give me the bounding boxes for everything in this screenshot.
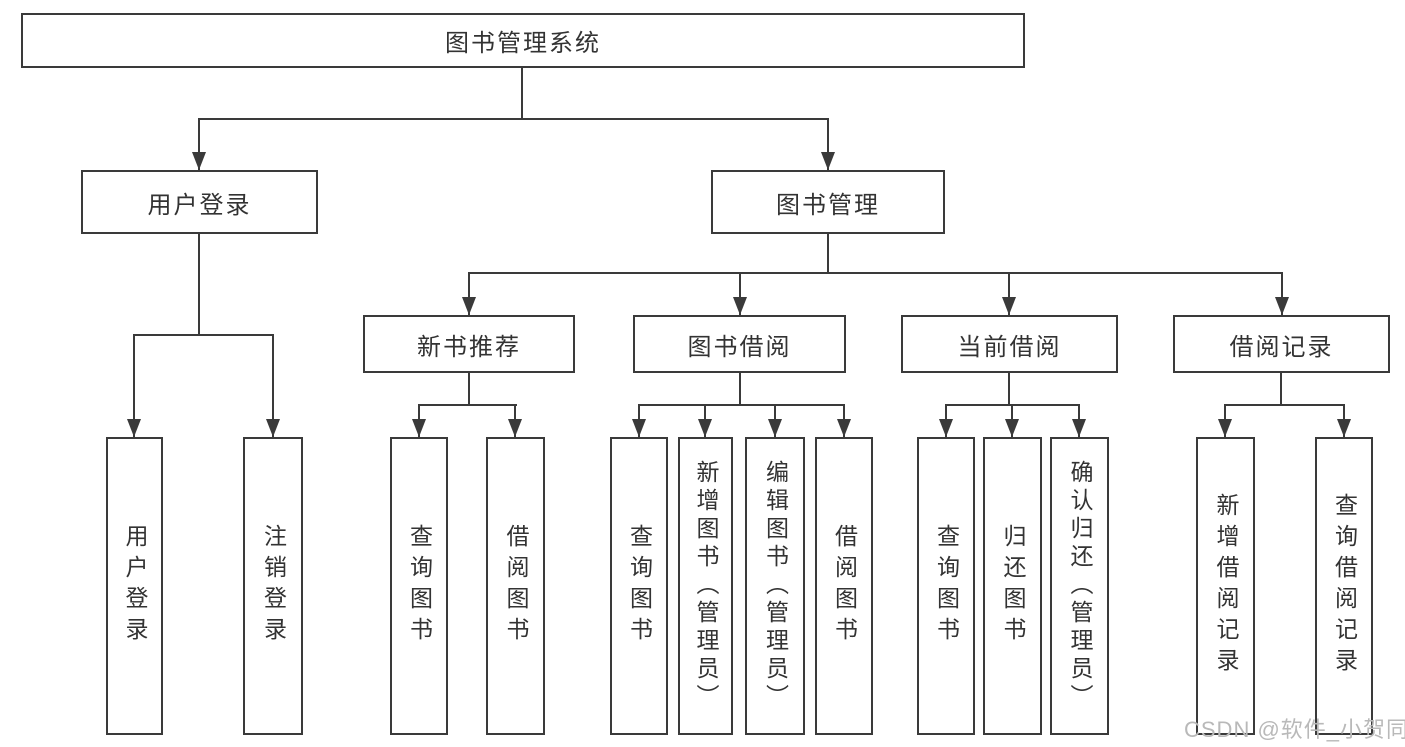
connector-line — [133, 334, 274, 336]
leaf-query-book-recommend-label: 查询图书 — [406, 524, 433, 648]
arrow-down-icon — [1275, 297, 1289, 315]
leaf-query-book-borrowing: 查询图书 — [610, 437, 668, 735]
arrow-down-icon — [127, 419, 141, 437]
node-book-borrowing-label: 图书借阅 — [687, 333, 792, 361]
connector-line — [827, 234, 829, 274]
leaf-borrow-book-recommend: 借阅图书 — [486, 437, 545, 735]
leaf-borrow-book-recommend-label: 借阅图书 — [503, 524, 529, 648]
leaf-add-borrow-record-label: 新增借阅记录 — [1213, 493, 1239, 679]
connector-line — [1280, 373, 1282, 406]
arrow-down-icon — [1005, 419, 1019, 437]
connector-line — [1224, 404, 1345, 406]
connector-line — [468, 272, 1283, 274]
arrow-down-icon — [1337, 419, 1351, 437]
leaf-borrow-book: 借阅图书 — [815, 437, 873, 735]
arrow-down-icon — [837, 419, 851, 437]
node-current-borrowing-label: 当前借阅 — [957, 333, 1062, 361]
connector-line — [521, 68, 523, 120]
node-book-management-label: 图书管理 — [776, 191, 880, 219]
connector-line — [1281, 272, 1283, 315]
leaf-return-book-label: 归还图书 — [1000, 524, 1026, 648]
leaf-confirm-return-admin-label: 确认归还（管理员） — [1067, 460, 1093, 712]
connector-line — [468, 373, 470, 406]
node-book-borrowing: 图书借阅 — [633, 315, 846, 373]
leaf-return-book: 归还图书 — [983, 437, 1042, 735]
arrow-down-icon — [462, 297, 476, 315]
node-current-borrowing: 当前借阅 — [901, 315, 1118, 373]
node-borrow-records-label: 借阅记录 — [1229, 333, 1334, 361]
arrow-down-icon — [1002, 297, 1016, 315]
arrow-down-icon — [508, 419, 522, 437]
arrow-down-icon — [412, 419, 426, 437]
connector-line — [638, 404, 845, 406]
leaf-query-borrow-record-label: 查询借阅记录 — [1331, 493, 1358, 679]
node-new-book-recommend: 新书推荐 — [363, 315, 575, 373]
connector-line — [827, 118, 829, 170]
connector-line — [272, 334, 274, 437]
connector-line — [198, 118, 200, 170]
connector-line — [1008, 373, 1010, 406]
node-user-login-label: 用户登录 — [147, 191, 252, 219]
leaf-edit-book-admin: 编辑图书（管理员） — [745, 437, 805, 735]
node-root: 图书管理系统 — [21, 13, 1025, 68]
arrow-down-icon — [1072, 419, 1086, 437]
leaf-borrow-book-label: 借阅图书 — [831, 524, 858, 648]
leaf-query-book-recommend: 查询图书 — [390, 437, 448, 735]
leaf-query-borrow-record: 查询借阅记录 — [1315, 437, 1373, 735]
connector-line — [198, 234, 200, 336]
connector-line — [1008, 272, 1010, 315]
leaf-add-borrow-record: 新增借阅记录 — [1196, 437, 1255, 735]
arrow-down-icon — [1218, 419, 1232, 437]
leaf-query-book-current: 查询图书 — [917, 437, 975, 735]
arrow-down-icon — [821, 152, 835, 170]
arrow-down-icon — [698, 419, 712, 437]
arrow-down-icon — [939, 419, 953, 437]
leaf-user-login: 用户登录 — [106, 437, 163, 735]
arrow-down-icon — [733, 297, 747, 315]
leaf-confirm-return-admin: 确认归还（管理员） — [1050, 437, 1109, 735]
connector-line — [739, 373, 741, 406]
watermark: CSDN @软件_小贺同学 — [1184, 717, 1405, 742]
connector-line — [739, 272, 741, 315]
leaf-logout-label: 注销登录 — [260, 524, 287, 648]
node-root-label: 图书管理系统 — [445, 30, 601, 57]
leaf-query-book-current-label: 查询图书 — [933, 524, 960, 648]
arrow-down-icon — [192, 152, 206, 170]
connector-line — [418, 404, 517, 406]
node-user-login: 用户登录 — [81, 170, 318, 234]
arrow-down-icon — [632, 419, 646, 437]
leaf-add-book-admin: 新增图书（管理员） — [678, 437, 733, 735]
arrow-down-icon — [768, 419, 782, 437]
node-borrow-records: 借阅记录 — [1173, 315, 1390, 373]
leaf-query-book-borrowing-label: 查询图书 — [626, 524, 653, 648]
connector-line — [198, 118, 829, 120]
node-book-management: 图书管理 — [711, 170, 945, 234]
connector-line — [468, 272, 470, 315]
leaf-logout: 注销登录 — [243, 437, 303, 735]
leaf-edit-book-admin-label: 编辑图书（管理员） — [762, 460, 789, 712]
connector-line — [133, 334, 135, 437]
leaf-add-book-admin-label: 新增图书（管理员） — [693, 460, 719, 712]
node-new-book-recommend-label: 新书推荐 — [417, 333, 521, 361]
arrow-down-icon — [266, 419, 280, 437]
leaf-user-login-label: 用户登录 — [122, 524, 148, 648]
